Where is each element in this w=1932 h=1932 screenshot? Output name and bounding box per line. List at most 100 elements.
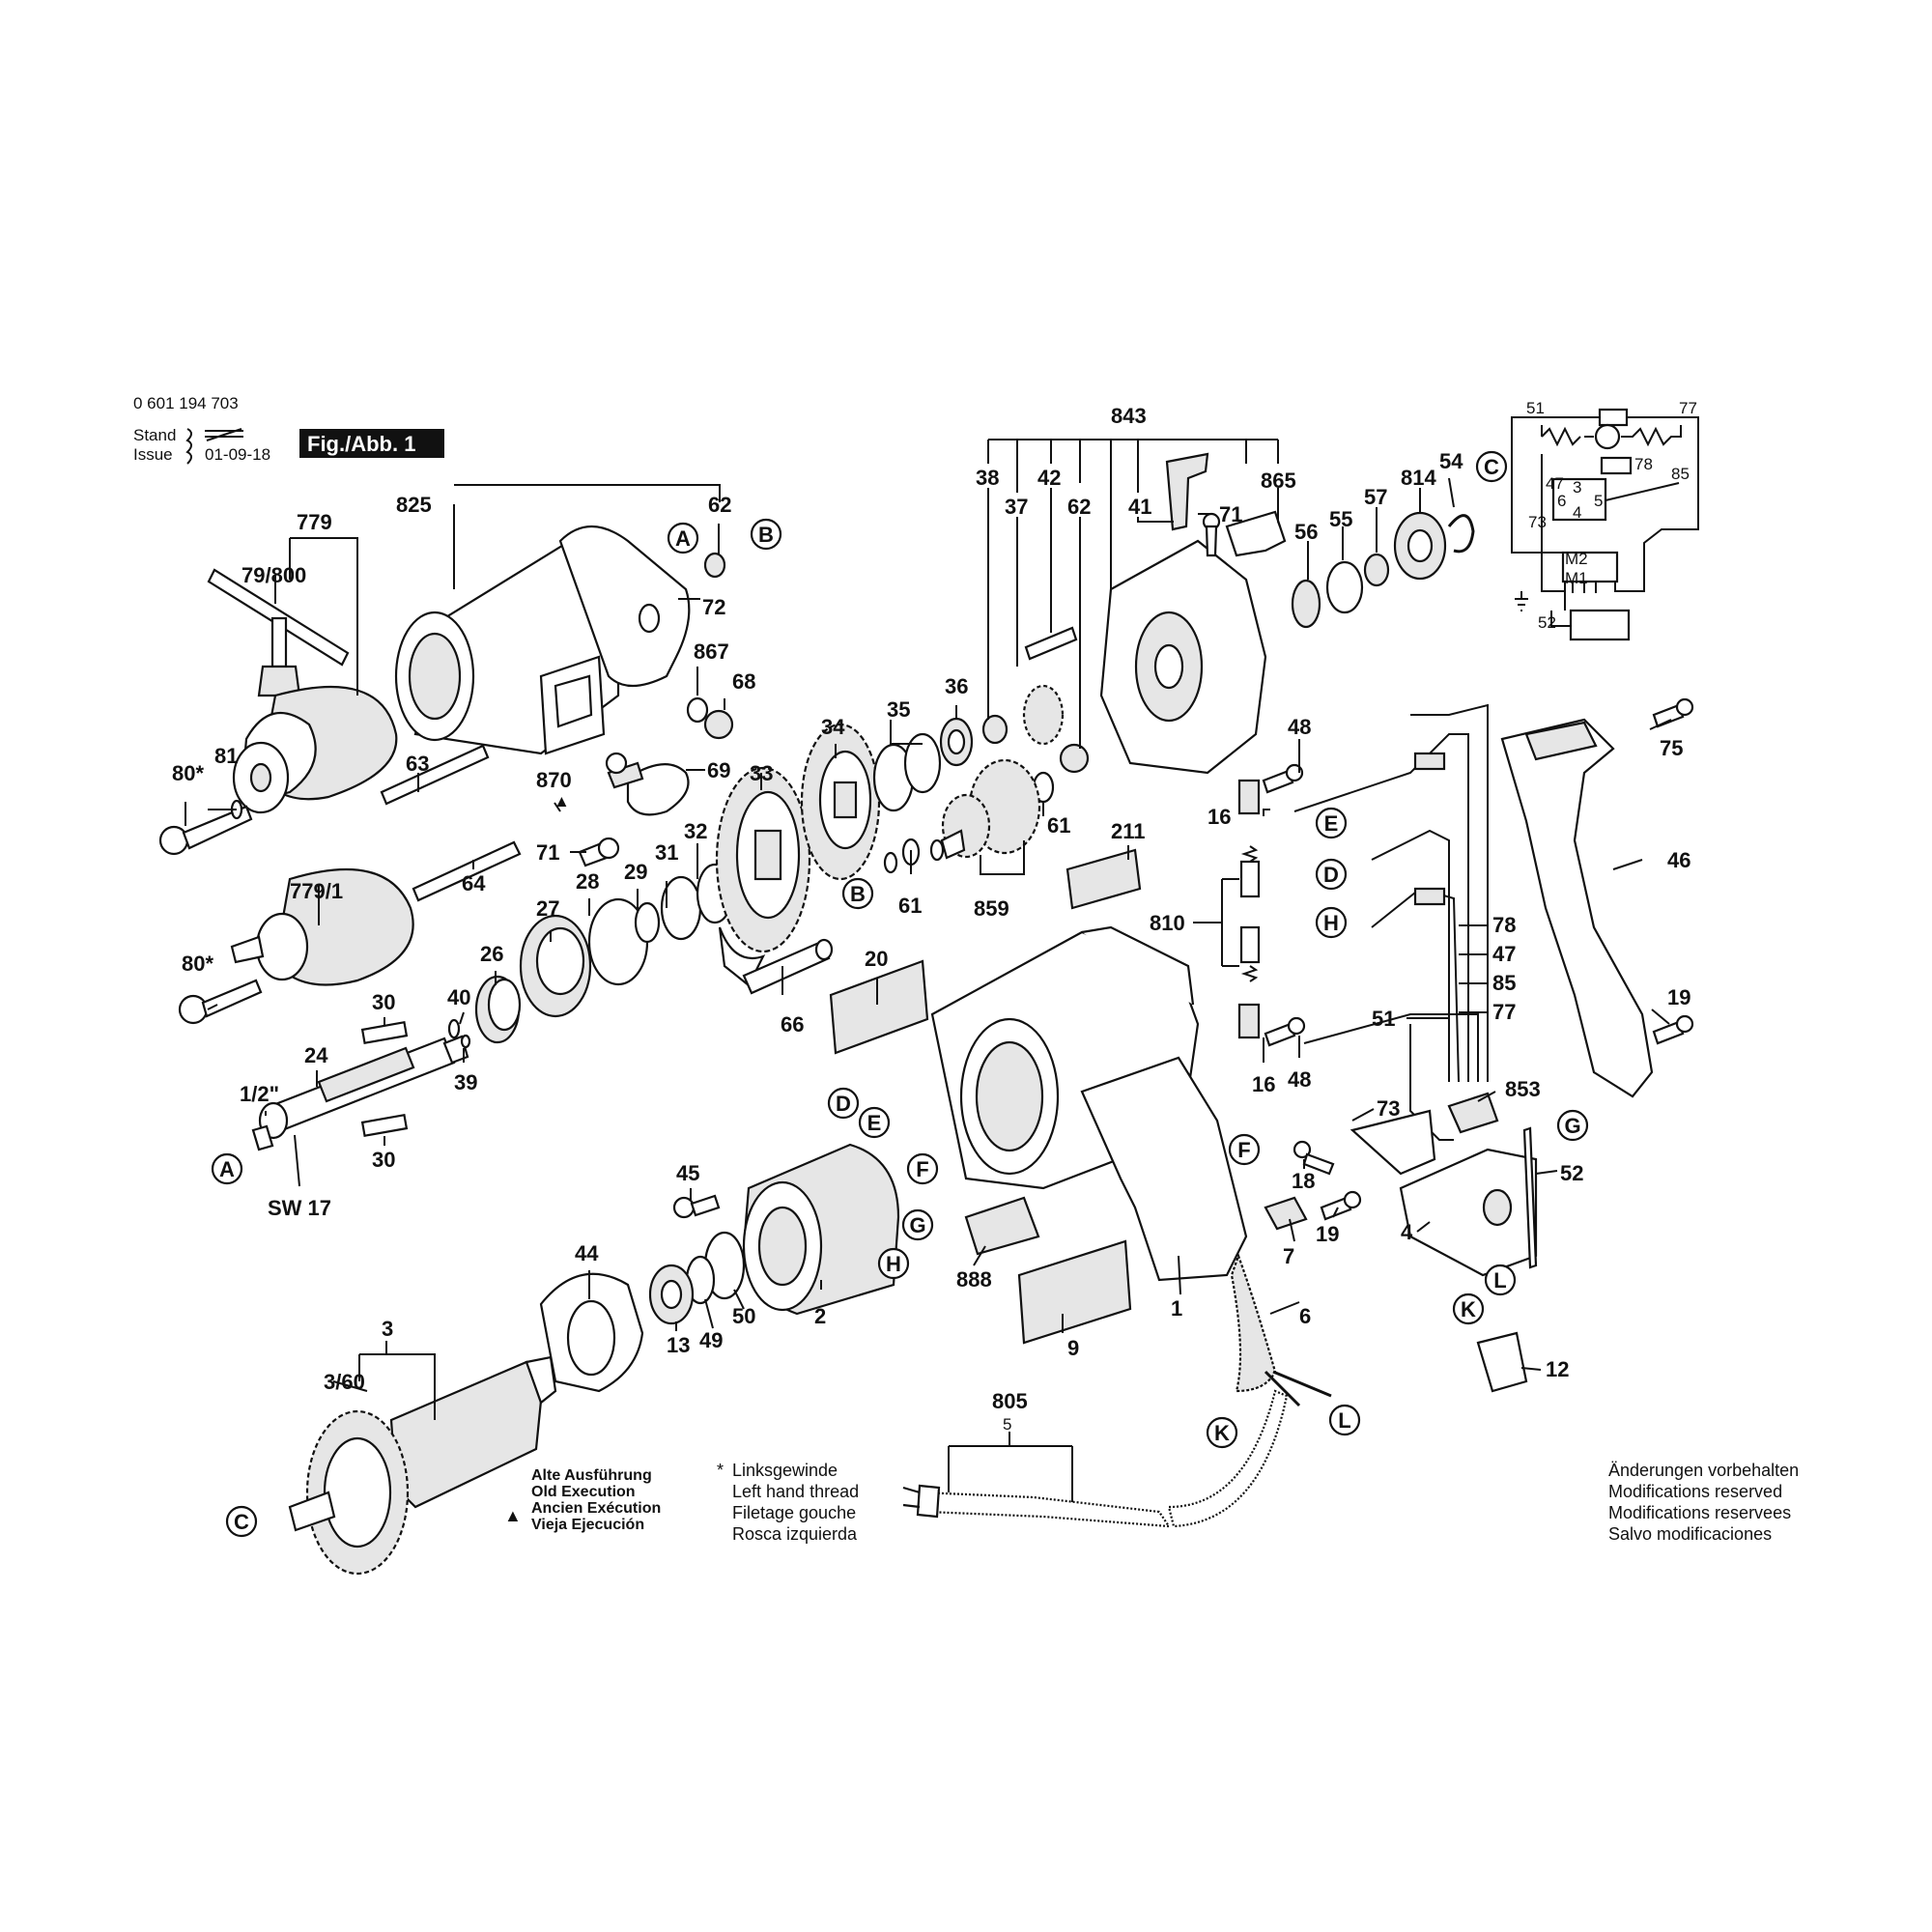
svg-text:865: 865 bbox=[1261, 469, 1296, 493]
ring-867 bbox=[686, 696, 709, 724]
chuck-key-779-800 bbox=[207, 568, 350, 697]
svg-text:39: 39 bbox=[454, 1070, 477, 1094]
spring-26 bbox=[474, 975, 522, 1044]
svg-text:46: 46 bbox=[1667, 848, 1690, 872]
svg-text:62: 62 bbox=[1067, 495, 1091, 519]
svg-text:211: 211 bbox=[1111, 819, 1146, 843]
legend-modifications: Änderungen vorbehalten Modifications res… bbox=[1608, 1461, 1799, 1544]
spindle-24 bbox=[251, 1035, 469, 1151]
svg-text:16: 16 bbox=[1208, 805, 1231, 829]
svg-text:B: B bbox=[758, 523, 774, 547]
washer-35b bbox=[903, 732, 942, 794]
svg-text:K: K bbox=[1214, 1421, 1230, 1445]
legend-old-execution: ▲ Alte Ausführung Old Execution Ancien E… bbox=[504, 1467, 661, 1533]
handle-46 bbox=[1500, 718, 1654, 1098]
svg-text:C: C bbox=[234, 1510, 249, 1534]
figure-badge bbox=[299, 429, 444, 458]
svg-text:Linksgewinde: Linksgewinde bbox=[732, 1461, 838, 1480]
air-guide-44 bbox=[539, 1272, 644, 1393]
svg-text:Ancien Exécution: Ancien Exécution bbox=[531, 1500, 661, 1517]
svg-text:81: 81 bbox=[214, 744, 238, 768]
key-30-lower bbox=[360, 1114, 409, 1137]
sleeve-38 bbox=[981, 714, 1009, 745]
svg-text:27: 27 bbox=[536, 896, 559, 921]
svg-text:Old Execution: Old Execution bbox=[531, 1484, 636, 1500]
issue-date: 01-09-18 bbox=[205, 445, 270, 464]
svg-text:Rosca izquierda: Rosca izquierda bbox=[732, 1524, 858, 1544]
svg-text:3: 3 bbox=[1573, 478, 1581, 497]
svg-text:40: 40 bbox=[447, 985, 470, 1009]
svg-text:64: 64 bbox=[462, 871, 486, 895]
housing-1 bbox=[930, 925, 1248, 1282]
svg-text:30: 30 bbox=[372, 990, 395, 1014]
svg-text:9: 9 bbox=[1067, 1336, 1079, 1360]
label-9 bbox=[1017, 1239, 1132, 1345]
legend-left-hand-thread: * Linksgewinde Left hand thread Filetage… bbox=[717, 1461, 859, 1544]
svg-text:2: 2 bbox=[814, 1304, 826, 1328]
brushes-810 bbox=[1239, 845, 1261, 982]
svg-text:1/2": 1/2" bbox=[240, 1082, 279, 1106]
svg-text:L: L bbox=[1493, 1268, 1506, 1293]
screw-80-lower bbox=[178, 979, 263, 1025]
svg-text:K: K bbox=[1461, 1297, 1476, 1321]
svg-text:A: A bbox=[219, 1157, 235, 1181]
brush-holder-16-bottom bbox=[1237, 1003, 1261, 1039]
svg-text:7: 7 bbox=[1283, 1244, 1294, 1268]
svg-text:38: 38 bbox=[976, 466, 999, 490]
svg-text:L: L bbox=[1338, 1408, 1350, 1433]
part-labels: 779 79/800 825 62 72 867 68 69 870 ▲ 63 … bbox=[172, 404, 1690, 1434]
figure-label: Fig./Abb. 1 bbox=[307, 432, 415, 456]
svg-text:M1: M1 bbox=[1565, 569, 1588, 587]
svg-text:E: E bbox=[1324, 811, 1339, 836]
svg-text:85: 85 bbox=[1671, 465, 1690, 483]
svg-text:4: 4 bbox=[1401, 1220, 1413, 1244]
svg-text:3/60: 3/60 bbox=[324, 1370, 365, 1394]
svg-text:13: 13 bbox=[667, 1333, 690, 1357]
svg-text:68: 68 bbox=[732, 669, 755, 694]
svg-text:42: 42 bbox=[1037, 466, 1061, 490]
svg-text:24: 24 bbox=[304, 1043, 328, 1067]
sleeve-62-top bbox=[703, 552, 726, 579]
svg-text:47: 47 bbox=[1546, 474, 1564, 493]
svg-text:805: 805 bbox=[992, 1389, 1028, 1413]
sleeve-62-mid bbox=[1059, 743, 1090, 774]
gear-37 bbox=[1022, 684, 1065, 746]
svg-text:57: 57 bbox=[1364, 485, 1387, 509]
svg-text:30: 30 bbox=[372, 1148, 395, 1172]
svg-text:C: C bbox=[1484, 455, 1499, 479]
issue-label: Issue bbox=[133, 445, 173, 464]
brace-symbol bbox=[185, 428, 192, 465]
svg-text:1: 1 bbox=[1171, 1296, 1182, 1321]
svg-text:62: 62 bbox=[708, 493, 731, 517]
screw-64 bbox=[412, 840, 522, 902]
svg-text:41: 41 bbox=[1128, 495, 1151, 519]
svg-text:77: 77 bbox=[1679, 399, 1697, 417]
gear-housing-825 bbox=[394, 539, 620, 755]
svg-text:810: 810 bbox=[1150, 911, 1185, 935]
bracket-865 bbox=[1225, 510, 1287, 557]
wire-K bbox=[1264, 1370, 1301, 1407]
svg-text:51: 51 bbox=[1526, 399, 1545, 417]
svg-text:825: 825 bbox=[396, 493, 432, 517]
armature-3 bbox=[288, 1355, 557, 1576]
ring-40 bbox=[447, 1018, 461, 1039]
svg-text:16: 16 bbox=[1252, 1072, 1275, 1096]
keyed-chuck-779 bbox=[232, 685, 398, 814]
svg-text:61: 61 bbox=[898, 894, 922, 918]
svg-text:28: 28 bbox=[576, 869, 599, 894]
part-number: 0 601 194 703 bbox=[133, 394, 239, 412]
svg-text:867: 867 bbox=[694, 639, 729, 664]
svg-text:78: 78 bbox=[1634, 455, 1653, 473]
svg-text:79/800: 79/800 bbox=[242, 563, 306, 587]
svg-text:80*: 80* bbox=[172, 761, 204, 785]
svg-text:Salvo modificaciones: Salvo modificaciones bbox=[1608, 1524, 1772, 1544]
gear-cluster-859 bbox=[929, 758, 1041, 862]
svg-text:853: 853 bbox=[1505, 1077, 1541, 1101]
svg-text:888: 888 bbox=[956, 1267, 992, 1292]
switch-knob-69 bbox=[607, 761, 690, 816]
svg-text:85: 85 bbox=[1492, 971, 1516, 995]
capacitor-853 bbox=[1447, 1092, 1499, 1134]
svg-text:▲: ▲ bbox=[504, 1506, 522, 1525]
svg-text:B: B bbox=[850, 882, 866, 906]
